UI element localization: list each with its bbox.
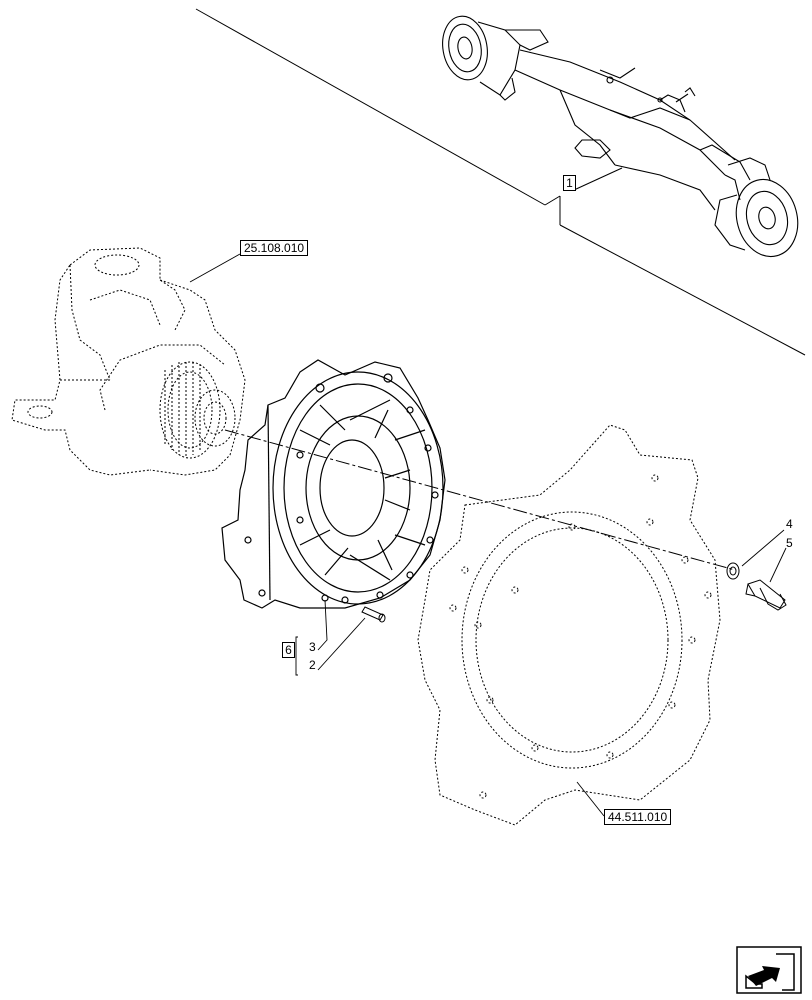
reference-label-steering-knuckle[interactable]: 25.108.010 — [240, 240, 309, 256]
callout-item-3: 3 — [309, 640, 316, 654]
callout-item-4: 4 — [786, 517, 793, 531]
overview-divider — [195, 8, 806, 356]
steering-knuckle-drawing — [11, 247, 246, 476]
bolt-drawing — [745, 579, 787, 611]
callout-item-2: 2 — [309, 658, 316, 672]
wheel-rim-drawing — [417, 424, 721, 826]
pin-drawing — [361, 606, 386, 623]
arrow-next-page-icon[interactable] — [736, 946, 802, 994]
washer-drawing — [726, 562, 740, 580]
callout-item-5: 5 — [786, 536, 793, 550]
wheel-hub-drawing — [221, 359, 446, 609]
axle-overview-illustration — [442, 15, 799, 258]
callout-item-1: 1 — [563, 175, 576, 191]
leader-lines — [189, 253, 787, 817]
reference-label-wheel-rim[interactable]: 44.511.010 — [604, 809, 672, 825]
centre-axis-line — [224, 429, 736, 571]
callout-item-6: 6 — [282, 642, 295, 658]
